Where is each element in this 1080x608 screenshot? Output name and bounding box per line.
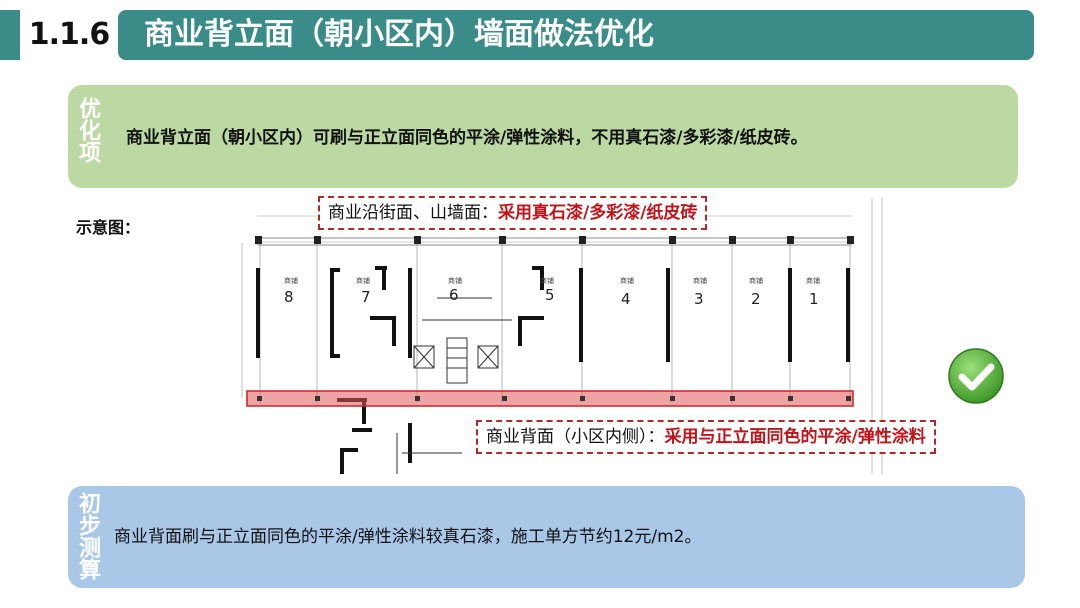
street-facade-callout-prefix: 商业沿街面、山墙面： — [328, 203, 498, 223]
back-facade-callout: 商业背面（小区内侧）：采用与正立面同色的平涂/弹性涂料 — [476, 420, 936, 454]
shop-label: 商铺 — [540, 277, 554, 285]
shop-number: 4 — [621, 290, 631, 308]
diagram-caption: 示意图： — [76, 218, 141, 237]
back-facade-callout-prefix: 商业背面（小区内侧）： — [486, 427, 665, 447]
shop-number: 2 — [751, 290, 761, 308]
optimization-box: 优化项 商业背立面（朝小区内）可刷与正立面同色的平涂/弹性涂料，不用真石漆/多彩… — [68, 85, 1018, 188]
header-accent-bar — [0, 10, 20, 60]
optimization-text: 商业背立面（朝小区内）可刷与正立面同色的平涂/弹性涂料，不用真石漆/多彩漆/纸皮… — [126, 128, 808, 148]
shop-label: 商铺 — [448, 277, 462, 285]
shop-label: 商铺 — [620, 277, 634, 285]
shop-number: 1 — [809, 290, 819, 308]
estimate-box: 初步测算 商业背面刷与正立面同色的平涂/弹性涂料较真石漆，施工单方节约12元/m… — [68, 486, 1025, 588]
header-bar: 商业背立面（朝小区内）墙面做法优化 — [118, 10, 1034, 60]
shop-number: 6 — [449, 286, 459, 304]
shop-label: 商铺 — [356, 277, 370, 285]
shop-label: 商铺 — [693, 277, 707, 285]
shop-label: 商铺 — [284, 277, 298, 285]
check-icon — [948, 348, 1004, 404]
estimate-label: 初步测算 — [75, 492, 100, 580]
back-facade-callout-highlight: 采用与正立面同色的平涂/弹性涂料 — [664, 427, 926, 447]
shop-number: 8 — [284, 288, 294, 306]
shop-label: 商铺 — [749, 277, 763, 285]
shop-number: 3 — [694, 290, 704, 308]
street-facade-callout-highlight: 采用真石漆/多彩漆/纸皮砖 — [498, 203, 698, 223]
estimate-text: 商业背面刷与正立面同色的平涂/弹性涂料较真石漆，施工单方节约12元/m2。 — [114, 527, 702, 547]
floor-plan-drawing — [241, 198, 883, 474]
street-facade-callout: 商业沿街面、山墙面：采用真石漆/多彩漆/纸皮砖 — [318, 196, 708, 230]
page-title: 商业背立面（朝小区内）墙面做法优化 — [144, 17, 654, 52]
shop-number: 7 — [361, 288, 371, 306]
shop-label: 商铺 — [806, 277, 820, 285]
shop-number: 5 — [545, 286, 555, 304]
section-number: 1.1.6 — [28, 17, 110, 52]
optimization-label: 优化项 — [75, 97, 100, 163]
